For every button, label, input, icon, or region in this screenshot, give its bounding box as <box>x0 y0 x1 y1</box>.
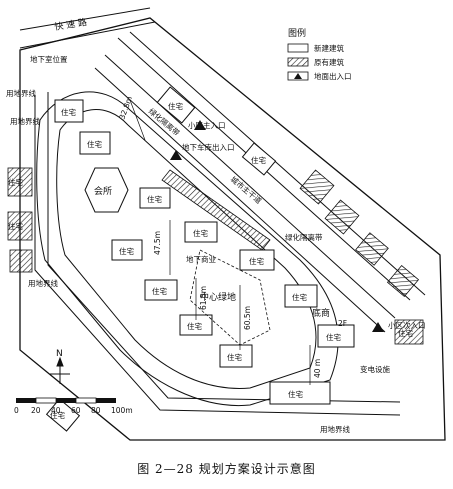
label-secondary-entrance: 小区次入口 <box>388 320 426 330</box>
bldg-label: 住宅 <box>119 246 134 256</box>
bldg-label: 住宅 <box>227 352 242 362</box>
bldg-label: 住宅 <box>398 328 413 338</box>
entrance-markers <box>170 120 384 332</box>
scale-tick-20: 20 <box>31 406 41 415</box>
label-central-green: 中心绿地 <box>200 291 236 303</box>
existing-buildings <box>7 167 424 345</box>
label-substation: 变电设施 <box>360 364 390 374</box>
bldg-label: 住宅 <box>147 194 162 204</box>
label-boundary-left: 用地界线 <box>6 88 36 98</box>
expressway-edge-1 <box>19 7 151 31</box>
label-underground-parking: 地下室位置 <box>30 54 68 64</box>
bldg-label: 住宅 <box>50 410 65 420</box>
inner-ring-road <box>36 91 339 407</box>
scale-tick-0: 0 <box>14 406 19 415</box>
bldg-label: 住宅 <box>249 256 264 266</box>
dim-60-5: 60.5m <box>243 306 252 330</box>
bldg-label: 住宅 <box>288 389 303 399</box>
label-garage-entrance: 地下车库出入口 <box>182 142 235 152</box>
new-buildings <box>45 86 355 432</box>
bldg-label: 住宅 <box>87 139 102 149</box>
legend-title: 图例 <box>288 27 306 39</box>
scale-tick-80: 80 <box>91 406 101 415</box>
dim-32-8: 32.8m <box>117 95 134 121</box>
north-arrow <box>50 356 70 384</box>
label-expressway: 快 速 路 <box>54 16 88 33</box>
dimension-lines <box>129 99 311 385</box>
bldg-label: 住宅 <box>8 221 23 231</box>
bldg-label: 住宅 <box>193 228 208 238</box>
figure-caption: 图 2—28 规划方案设计示意图 <box>137 462 316 476</box>
dim-40: 40 m <box>313 359 322 378</box>
site-boundary <box>19 17 446 441</box>
bldg-label: 住宅 <box>251 155 266 165</box>
bldg-label: 住宅 <box>152 286 167 296</box>
north-label: N <box>56 349 63 359</box>
legend-item-existing: 原有建筑 <box>314 57 344 67</box>
central-green-outline <box>189 249 271 346</box>
dim-61-5: 61.5m <box>199 286 208 310</box>
dim-47-5: 47.5m <box>153 231 162 255</box>
label-retail-floors: 2F <box>338 319 347 328</box>
label-boundary-top: 用地界线 <box>28 278 58 288</box>
label-boundary-bottom: 用地界线 <box>320 424 350 434</box>
legend: 图例 新建建筑 原有建筑 地面出入口 <box>287 27 352 81</box>
legend-item-new: 新建建筑 <box>314 43 344 53</box>
label-main-entrance: 小区主入口 <box>188 120 226 130</box>
scale-tick-40: 40 <box>51 406 61 415</box>
label-boundary-left2: 用地界线 <box>10 116 40 126</box>
expressway-edge-2 <box>19 21 156 49</box>
scale-tick-100: 100m <box>111 406 133 415</box>
label-green-buffer2: 绿化隔离带 <box>285 232 323 242</box>
bldg-label: 住宅 <box>292 292 307 302</box>
bldg-label: 住宅 <box>168 101 183 111</box>
clubhouse <box>84 167 129 213</box>
building-labels: 住宅 住宅 住宅 住宅 住宅 住宅 住宅 住宅 住宅 住宅 住宅 住宅 住宅 住… <box>8 101 413 420</box>
scale-tick-60: 60 <box>71 406 81 415</box>
label-retail: 底商 <box>312 307 330 319</box>
bldg-label: 住宅 <box>326 332 341 342</box>
label-underground-space: 地下商业 <box>186 254 216 264</box>
bldg-label: 住宅 <box>61 107 76 117</box>
scale-bar <box>16 397 116 404</box>
bldg-label: 住宅 <box>187 321 202 331</box>
legend-item-entrance: 地面出入口 <box>314 71 352 81</box>
label-clubhouse: 会所 <box>94 185 112 197</box>
bldg-label: 住宅 <box>8 177 23 187</box>
